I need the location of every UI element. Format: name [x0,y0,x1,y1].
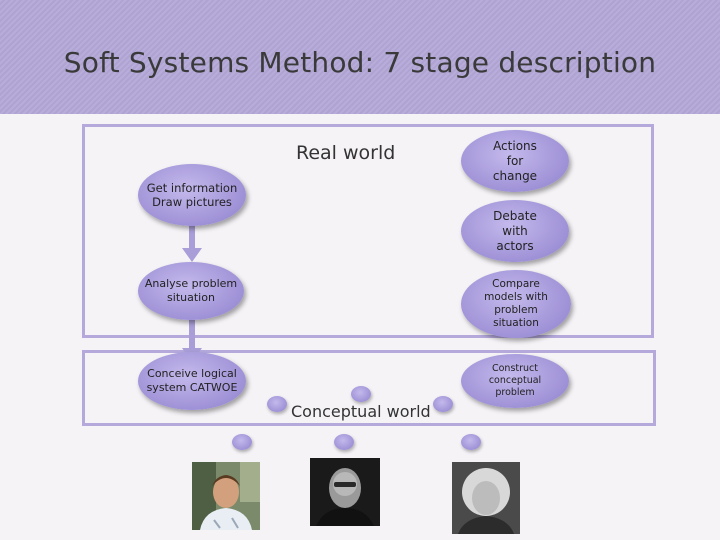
connector-dot [351,386,371,402]
connector-dot [232,434,252,450]
person-photo-2 [310,458,380,526]
connector-dot [334,434,354,450]
slide-title: Soft Systems Method: 7 stage description [0,46,720,79]
connector-dot [461,434,481,450]
real-world-label: Real world [296,142,395,164]
stage-compare-models: Compare models with problem situation [461,270,571,338]
connector-dot [267,396,287,412]
conceptual-world-label: Conceptual world [291,402,431,421]
stage-get-information: Get information Draw pictures [138,164,246,226]
stage-construct-conceptual: Construct conceptual problem [461,354,569,408]
stage-conceive-logical-system: Conceive logical system CATWOE [138,352,246,410]
stage-analyse-problem: Analyse problem situation [138,262,244,320]
stage-debate-with-actors: Debate with actors [461,200,569,262]
person-photo-3 [452,462,520,534]
stage-actions-for-change: Actions for change [461,130,569,192]
connector-dot [433,396,453,412]
person-photo-1 [192,462,260,530]
